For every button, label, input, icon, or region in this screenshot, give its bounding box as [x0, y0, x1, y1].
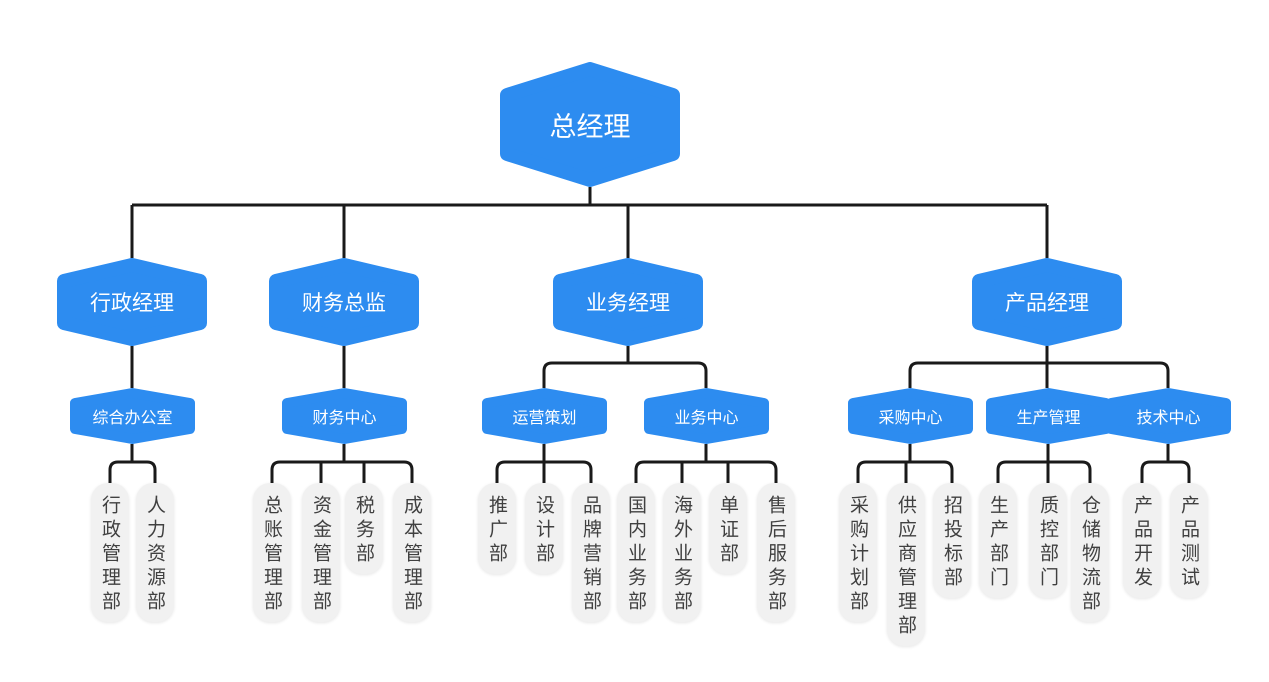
node-hr-dept[interactable]: 人力资源部 — [136, 483, 174, 622]
leaf-label: 单证部 — [717, 495, 739, 567]
node-documentation-dept[interactable]: 单证部 — [709, 483, 747, 574]
node-fund-management-dept[interactable]: 资金管理部 — [302, 483, 340, 622]
node-business-manager[interactable]: 业务经理 — [553, 258, 703, 346]
node-label: 总经理 — [549, 112, 631, 143]
node-supplier-management-dept[interactable]: 供应商管理部 — [887, 483, 925, 646]
leaf-label: 质控部门 — [1037, 495, 1059, 591]
node-procurement-planning-dept[interactable]: 采购计划部 — [839, 483, 877, 622]
hexagon-shape — [482, 388, 607, 444]
leaf-label: 供应商管理部 — [895, 495, 917, 639]
hexagon-shape — [1106, 388, 1231, 444]
node-finance-director[interactable]: 财务总监 — [269, 258, 419, 346]
hexagon-shape — [644, 388, 769, 444]
node-design-dept[interactable]: 设计部 — [525, 483, 563, 574]
leaf-label: 资金管理部 — [310, 495, 332, 615]
hexagon-shape — [70, 388, 195, 444]
node-admin-dept[interactable]: 行政管理部 — [91, 483, 129, 622]
hexagon-shape — [269, 258, 419, 346]
leaf-label: 售后服务部 — [765, 495, 787, 615]
node-label: 运营策划 — [512, 408, 577, 427]
leaf-label: 人力资源部 — [144, 495, 166, 615]
node-production-dept[interactable]: 生产部门 — [979, 483, 1017, 598]
node-general-ledger-dept[interactable]: 总账管理部 — [253, 483, 291, 622]
node-label: 业务经理 — [586, 291, 670, 315]
node-label: 业务中心 — [674, 408, 739, 427]
leaf-label: 总账管理部 — [261, 495, 283, 615]
node-warehouse-logistics-dept[interactable]: 仓储物流部 — [1071, 483, 1109, 622]
hexagon-shape — [553, 258, 703, 346]
leaf-label: 税务部 — [353, 495, 375, 567]
leaf-label: 品牌营销部 — [580, 495, 602, 615]
hexagon-shape — [282, 388, 407, 444]
leaf-label: 行政管理部 — [99, 495, 121, 615]
leaf-label: 海外业务部 — [671, 495, 693, 615]
node-cost-management-dept[interactable]: 成本管理部 — [393, 483, 431, 622]
leaf-label: 设计部 — [533, 495, 555, 567]
node-technology-center[interactable]: 技术中心 — [1106, 388, 1231, 444]
node-procurement-center[interactable]: 采购中心 — [848, 388, 973, 444]
node-label: 产品经理 — [1005, 291, 1089, 315]
node-promotion-dept[interactable]: 推广部 — [478, 483, 516, 574]
leaf-label: 生产部门 — [987, 495, 1009, 591]
leaf-label: 采购计划部 — [847, 495, 869, 615]
hexagon-shape — [972, 258, 1122, 346]
node-after-sales-dept[interactable]: 售后服务部 — [757, 483, 795, 622]
leaf-label: 招投标部 — [941, 495, 963, 591]
node-label: 行政经理 — [90, 291, 174, 315]
leaf-label: 推广部 — [486, 495, 508, 567]
node-production-management[interactable]: 生产管理 — [986, 388, 1111, 444]
node-label: 综合办公室 — [92, 408, 173, 427]
connector-product-bus — [908, 361, 1170, 388]
leaf-label: 产品开发 — [1131, 495, 1153, 591]
node-admin-manager[interactable]: 行政经理 — [57, 258, 207, 346]
node-business-center[interactable]: 业务中心 — [644, 388, 769, 444]
node-product-manager[interactable]: 产品经理 — [972, 258, 1122, 346]
node-domestic-business-dept[interactable]: 国内业务部 — [617, 483, 655, 622]
hexagon-shape — [848, 388, 973, 444]
hexagon-shape — [500, 62, 680, 187]
connector-leaf-buses — [108, 460, 1191, 483]
node-label: 财务中心 — [312, 408, 377, 427]
connector-business-bus — [542, 361, 708, 388]
node-bidding-dept[interactable]: 招投标部 — [933, 483, 971, 598]
node-general-office[interactable]: 综合办公室 — [70, 388, 195, 444]
connector-l2-drops — [130, 346, 1049, 388]
node-label: 生产管理 — [1016, 408, 1081, 427]
node-finance-center[interactable]: 财务中心 — [282, 388, 407, 444]
node-tax-dept[interactable]: 税务部 — [345, 483, 383, 574]
node-product-testing[interactable]: 产品测试 — [1170, 483, 1208, 598]
node-label: 技术中心 — [1136, 408, 1201, 427]
node-product-development[interactable]: 产品开发 — [1123, 483, 1161, 598]
node-label: 财务总监 — [302, 291, 386, 315]
leaf-label: 产品测试 — [1178, 495, 1200, 591]
node-general-manager[interactable]: 总经理 — [500, 62, 680, 187]
hexagon-shape — [57, 258, 207, 346]
node-brand-marketing-dept[interactable]: 品牌营销部 — [572, 483, 610, 622]
connector-root-bus — [130, 187, 1049, 258]
node-overseas-business-dept[interactable]: 海外业务部 — [663, 483, 701, 622]
leaf-label: 仓储物流部 — [1079, 495, 1101, 615]
node-quality-control-dept[interactable]: 质控部门 — [1029, 483, 1067, 598]
leaf-label: 国内业务部 — [625, 495, 647, 615]
node-label: 采购中心 — [878, 408, 943, 427]
leaf-label: 成本管理部 — [401, 495, 423, 615]
node-operations-planning[interactable]: 运营策划 — [482, 388, 607, 444]
